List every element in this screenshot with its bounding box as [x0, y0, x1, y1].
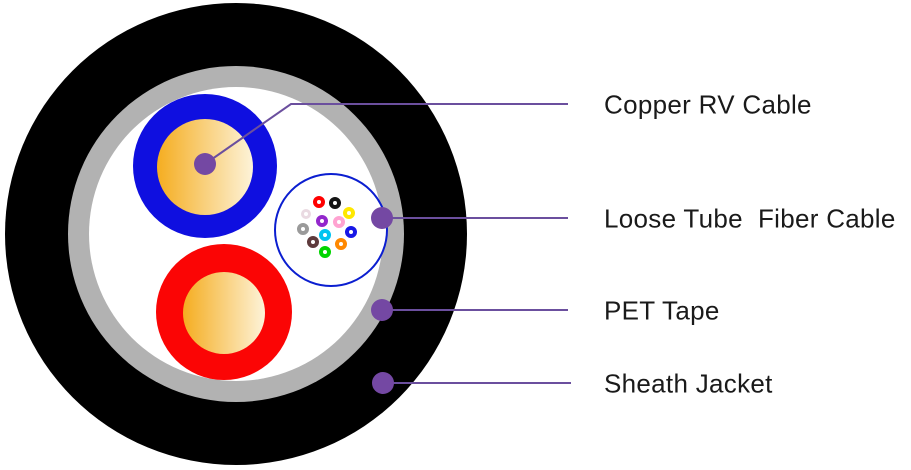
- fiber-rose: [333, 216, 345, 228]
- fiber-blue: [345, 226, 357, 238]
- loose-tube-fiber-circle: [274, 173, 388, 287]
- copper-conductor-bottom: [183, 272, 265, 354]
- fiber-white: [301, 209, 311, 219]
- label-copper-rv-cable: Copper RV Cable: [604, 89, 812, 120]
- label-sheath-jacket: Sheath Jacket: [604, 368, 773, 399]
- fiber-black: [329, 197, 341, 209]
- fiber-slate: [297, 223, 309, 235]
- fiber-orange: [335, 238, 347, 250]
- label-loose-tube-fiber-cable: Loose Tube Fiber Cable: [604, 203, 896, 234]
- copper-conductor-top: [157, 119, 253, 215]
- label-pet-tape: PET Tape: [604, 295, 720, 326]
- fiber-yellow: [343, 207, 355, 219]
- fiber-green: [319, 246, 331, 258]
- fiber-aqua: [319, 229, 331, 241]
- fiber-red: [313, 196, 325, 208]
- fiber-violet: [316, 215, 328, 227]
- fiber-brown: [307, 236, 319, 248]
